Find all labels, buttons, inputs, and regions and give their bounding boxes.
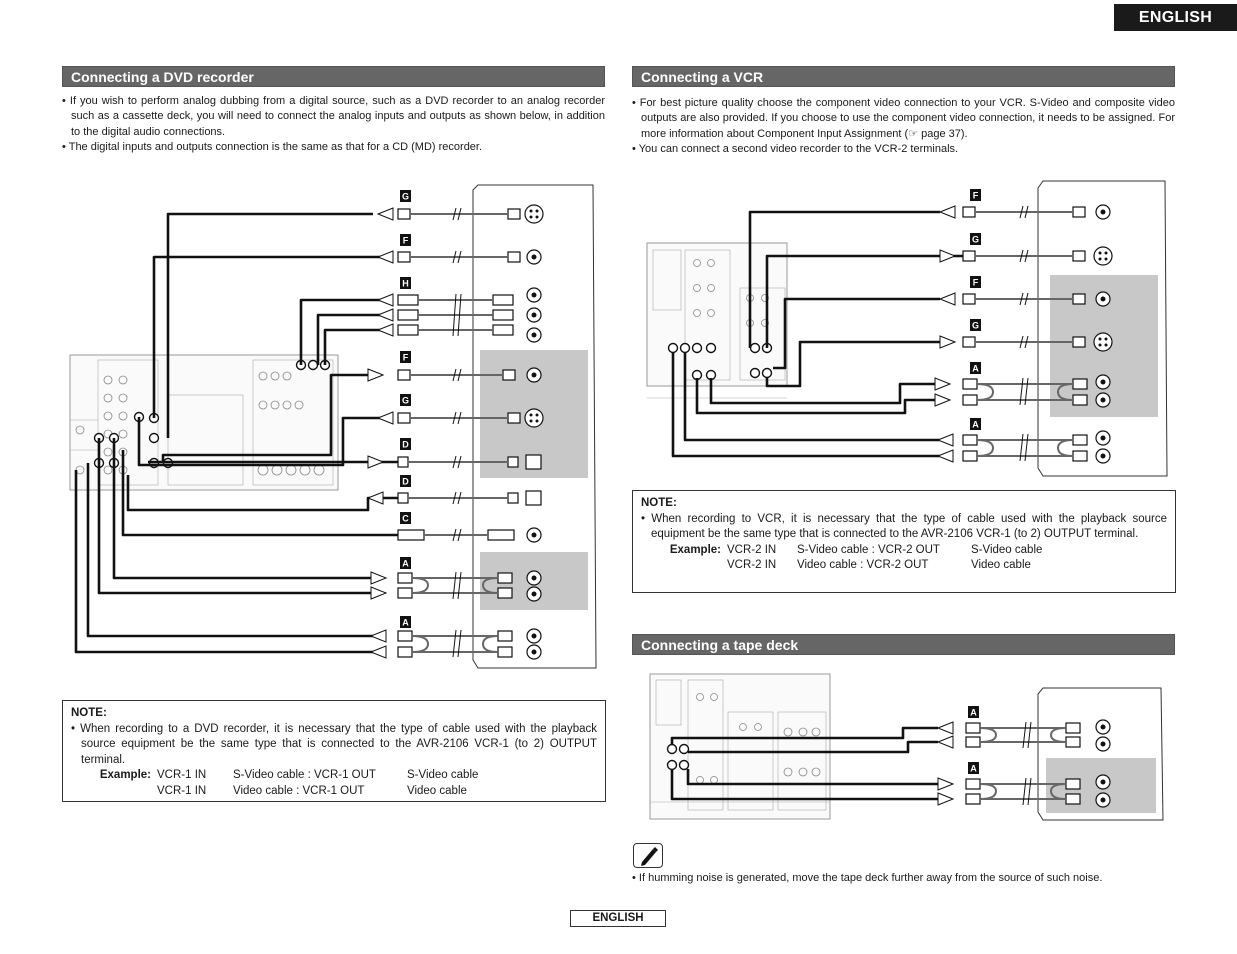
vcr-bullet-2: • You can connect a second video recorde… bbox=[632, 143, 959, 156]
dvd-note-text: • When recording to a DVD recorder, it i… bbox=[71, 722, 597, 766]
svg-text:A: A bbox=[402, 559, 409, 569]
tape-hint-text: • If humming noise is generated, move th… bbox=[632, 872, 1103, 884]
vcr-note-example: Example: VCR-2 IN S-Video cable : VCR-2 … bbox=[669, 543, 1043, 572]
svg-text:H: H bbox=[402, 279, 409, 289]
svg-text:A: A bbox=[970, 764, 977, 774]
dvd-note-example: Example: VCR-1 IN S-Video cable : VCR-1 … bbox=[99, 769, 479, 797]
footer-language-label: ENGLISH bbox=[570, 910, 666, 927]
tape-connector-labels: A A bbox=[968, 706, 979, 774]
dvd-connector-labels: G F H F G D D C A A bbox=[400, 190, 411, 628]
svg-text:C: C bbox=[402, 514, 409, 524]
tape-deck-connection-diagram: A A bbox=[648, 672, 1168, 824]
dvd-note-title: NOTE: bbox=[71, 707, 107, 719]
dvd-bullet-2: • The digital inputs and outputs connect… bbox=[62, 141, 483, 154]
svg-text:A: A bbox=[972, 420, 979, 430]
svg-text:F: F bbox=[403, 236, 409, 246]
svg-text:A: A bbox=[970, 708, 977, 718]
vcr-note-text: • When recording to VCR, it is necessary… bbox=[641, 512, 1167, 541]
pencil-note-icon bbox=[633, 843, 663, 868]
vcr-note-title: NOTE: bbox=[641, 497, 677, 509]
svg-text:G: G bbox=[972, 235, 979, 245]
vcr-connector-labels: F G F G A A bbox=[970, 189, 981, 430]
svg-text:D: D bbox=[402, 477, 409, 487]
vcr-connection-diagram: F G F G A A bbox=[645, 178, 1170, 480]
svg-text:G: G bbox=[402, 396, 409, 406]
section-title-tape-deck: Connecting a tape deck bbox=[632, 634, 1175, 655]
svg-text:F: F bbox=[403, 353, 409, 363]
section-title-dvd-recorder: Connecting a DVD recorder bbox=[62, 66, 605, 87]
svg-text:G: G bbox=[972, 321, 979, 331]
svg-text:F: F bbox=[973, 278, 979, 288]
dvd-bullet-list: • If you wish to perform analog dubbing … bbox=[62, 94, 605, 156]
section-title-vcr: Connecting a VCR bbox=[632, 66, 1175, 87]
dvd-note-box: NOTE: • When recording to a DVD recorder… bbox=[62, 700, 606, 802]
svg-text:G: G bbox=[402, 192, 409, 202]
vcr-bullet-list: • For best picture quality choose the co… bbox=[632, 96, 1175, 158]
vcr-bullet-1: • For best picture quality choose the co… bbox=[632, 97, 1175, 140]
vcr-note-box: NOTE: • When recording to VCR, it is nec… bbox=[632, 490, 1176, 593]
language-tab: ENGLISH bbox=[1114, 4, 1237, 31]
svg-text:A: A bbox=[402, 618, 409, 628]
svg-text:D: D bbox=[402, 440, 409, 450]
svg-text:F: F bbox=[973, 191, 979, 201]
dvd-bullet-1: • If you wish to perform analog dubbing … bbox=[62, 95, 605, 138]
svg-text:A: A bbox=[972, 364, 979, 374]
dvd-recorder-connection-diagram: G F H F G D D C A A bbox=[68, 180, 608, 675]
